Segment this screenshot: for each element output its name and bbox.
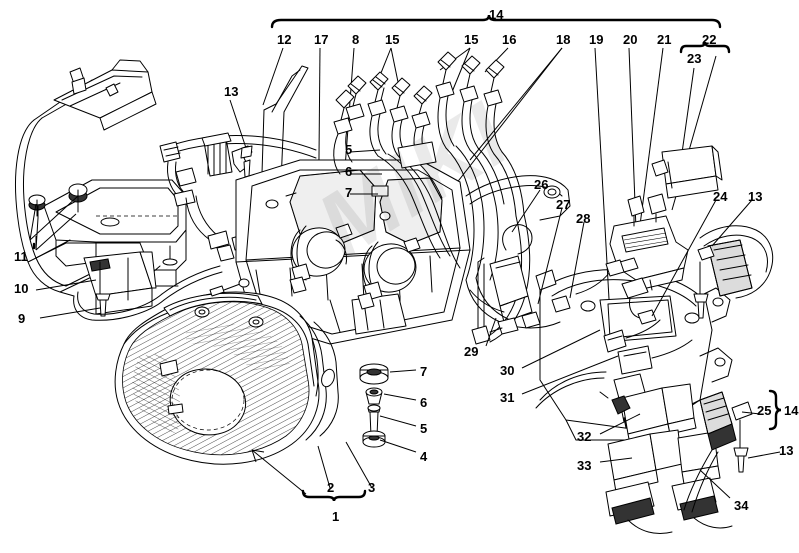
callout-15-left: 15 <box>385 32 400 47</box>
callout-25: 25 <box>757 403 772 418</box>
callout-6-upper: 6 <box>345 164 353 179</box>
throttle-body-left <box>289 223 353 294</box>
screw-9 <box>95 293 111 317</box>
headlight-assembly-1 <box>114 278 339 465</box>
callout-23: 23 <box>687 51 702 66</box>
callout-29: 29 <box>464 344 479 359</box>
callout-11: 11 <box>14 249 28 264</box>
control-unit-box-10 <box>83 251 157 315</box>
callout-28: 28 <box>576 211 591 226</box>
callout-7-upper: 7 <box>345 185 353 200</box>
callout-5-upper: 5 <box>345 142 353 157</box>
callout-13-bottom: 13 <box>779 443 794 458</box>
callout-9: 9 <box>18 311 26 326</box>
callout-14-right: 14 <box>784 403 799 418</box>
callout-13-top: 13 <box>224 84 239 99</box>
leader-lines-body <box>32 149 781 499</box>
callout-4: 4 <box>420 449 428 464</box>
callout-20: 20 <box>623 32 638 47</box>
callout-19: 19 <box>589 32 604 47</box>
callout-22: 22 <box>702 32 717 47</box>
callout-10: 10 <box>14 281 29 296</box>
bracket-14-right <box>768 389 782 431</box>
callout-18: 18 <box>556 32 571 47</box>
bracket-14-top <box>270 14 722 29</box>
callout-33: 33 <box>577 458 592 473</box>
callout-5-lower: 5 <box>420 421 428 436</box>
callout-15-right: 15 <box>464 32 479 47</box>
callout-24: 24 <box>713 189 728 204</box>
leader-lines-top <box>229 47 717 336</box>
sensor-cluster <box>469 224 625 335</box>
engine-block <box>235 159 471 345</box>
main-harness-bundle <box>377 141 561 343</box>
callout-34: 34 <box>734 498 749 513</box>
upper-right-bracket <box>465 175 571 221</box>
ground-lead-29 <box>471 257 503 345</box>
callout-6-lower: 6 <box>420 395 428 410</box>
throttle-body-right <box>357 237 421 310</box>
callout-14-top: 14 <box>489 7 504 22</box>
cable-clamp-24 <box>621 277 657 325</box>
fastener-stack-4567 <box>359 363 389 448</box>
callout-16: 16 <box>502 32 517 47</box>
callout-27: 27 <box>556 197 571 212</box>
relay-33 <box>607 429 683 493</box>
leader-11 <box>29 195 79 241</box>
callout-17: 17 <box>314 32 329 47</box>
bracket-1-bottom <box>301 489 367 502</box>
callout-1: 1 <box>332 509 340 524</box>
connector-block-25 <box>683 391 753 513</box>
spark-plug-caps-15-16 <box>333 51 505 175</box>
callout-7-lower: 7 <box>420 364 428 379</box>
cable-harness-right-13 <box>693 225 774 319</box>
callout-30: 30 <box>500 363 515 378</box>
wires-left <box>73 265 223 321</box>
callout-8: 8 <box>352 32 360 47</box>
ignition-module-21 <box>609 193 689 291</box>
connectors-19-20 <box>603 319 661 353</box>
battery-tray-frame <box>15 59 187 297</box>
callout-2: 2 <box>327 480 335 495</box>
callout-13-right: 13 <box>748 189 763 204</box>
bracket-22-top <box>679 41 731 54</box>
callout-21: 21 <box>657 32 672 47</box>
callout-26: 26 <box>534 177 549 192</box>
callout-31: 31 <box>500 390 515 405</box>
callout-32: 32 <box>577 429 592 444</box>
callout-3: 3 <box>368 480 376 495</box>
callout-12: 12 <box>277 32 292 47</box>
ecu-unit-23 <box>651 145 723 199</box>
